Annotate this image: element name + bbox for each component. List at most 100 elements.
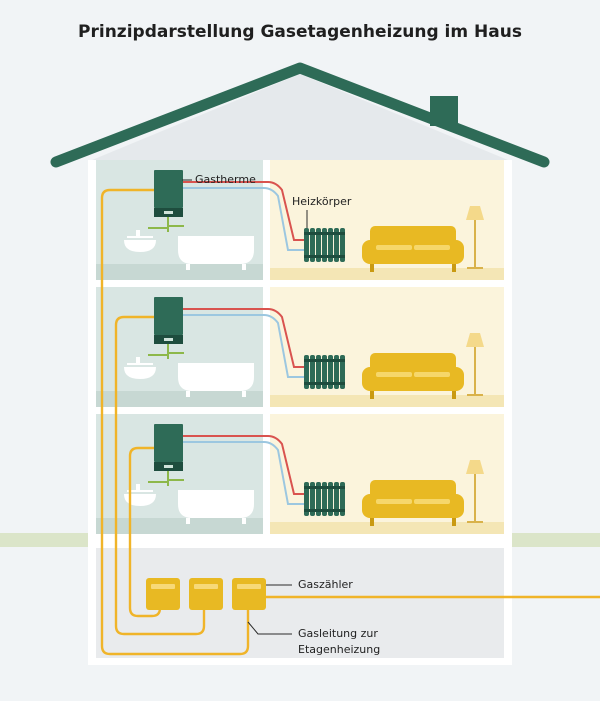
- bathtub-foot: [242, 391, 246, 397]
- sofa-seat: [362, 494, 464, 518]
- radiator-fin: [334, 228, 339, 262]
- leader-gasleitung: [247, 621, 292, 635]
- bathtub: [178, 363, 254, 391]
- radiator-fin: [310, 355, 315, 389]
- radiator-bar: [304, 486, 345, 489]
- lamp-base: [467, 521, 483, 523]
- radiator-bar: [304, 509, 345, 512]
- bathroom-floor: [96, 264, 263, 280]
- bathtub-foot: [186, 264, 190, 270]
- label-gasleitung-line2: Etagenheizung: [298, 643, 381, 656]
- radiator-fin: [304, 355, 309, 389]
- living-room-floor: [270, 395, 504, 407]
- lamp-shade: [466, 206, 484, 220]
- radiator-fin: [340, 482, 345, 516]
- radiator-fin: [340, 355, 345, 389]
- radiator-fin: [322, 355, 327, 389]
- sofa-cushion: [376, 499, 412, 504]
- floor-2: [96, 287, 504, 407]
- bathtub-foot: [186, 391, 190, 397]
- lamp-pole: [474, 220, 476, 268]
- sofa-leg: [370, 518, 374, 526]
- radiator-fin: [340, 228, 345, 262]
- radiator-fin: [334, 355, 339, 389]
- radiator-fin: [322, 228, 327, 262]
- radiator-fin: [334, 482, 339, 516]
- radiator-fin: [328, 228, 333, 262]
- sofa-leg: [452, 518, 456, 526]
- gas-meter: [189, 578, 223, 610]
- bathtub-foot: [242, 518, 246, 524]
- gastherme: [154, 424, 183, 462]
- washbasin: [124, 240, 156, 252]
- return-pipe: [183, 314, 304, 378]
- sofa-seat: [362, 367, 464, 391]
- sofa-leg: [370, 391, 374, 399]
- radiator-fin: [310, 482, 315, 516]
- radiator-fin: [322, 482, 327, 516]
- radiator-bar: [304, 359, 345, 362]
- return-pipe: [183, 441, 304, 505]
- lamp-base: [467, 394, 483, 396]
- floor-1: [96, 414, 504, 534]
- gastherme-display: [164, 338, 173, 341]
- radiator-fin: [310, 228, 315, 262]
- washbasin-faucet: [136, 357, 140, 365]
- water-pipe: [148, 344, 184, 359]
- radiator-fin: [328, 482, 333, 516]
- sofa-cushion: [376, 372, 412, 377]
- floor-lamp: [466, 460, 484, 523]
- lamp-pole: [474, 474, 476, 522]
- radiator-fin: [328, 355, 333, 389]
- washbasin: [124, 367, 156, 379]
- floor-lamp: [466, 206, 484, 269]
- sofa: [362, 480, 464, 526]
- leader-lines: [182, 179, 308, 635]
- radiator-bar: [304, 255, 345, 258]
- water-pipe: [148, 217, 184, 232]
- floor-3: [96, 160, 504, 280]
- heizkoerper: [304, 355, 345, 389]
- sofa-leg: [452, 264, 456, 272]
- label-gaszaehler: Gaszähler: [298, 578, 353, 591]
- sofa: [362, 226, 464, 272]
- flow-pipe: [183, 435, 304, 495]
- gas-meter: [232, 578, 266, 610]
- label-gastherme: Gastherme: [195, 173, 256, 186]
- label-gasleitung: Gasleitung zur Etagenheizung: [298, 626, 380, 658]
- sofa-leg: [370, 264, 374, 272]
- bathtub-foot: [186, 518, 190, 524]
- radiator-fin: [304, 482, 309, 516]
- flow-pipe: [183, 181, 304, 241]
- roof-fill: [92, 74, 508, 160]
- label-gasleitung-line1: Gasleitung zur: [298, 627, 378, 640]
- floor-lamp: [466, 333, 484, 396]
- sofa-cushion: [414, 499, 450, 504]
- bathroom-floor: [96, 518, 263, 534]
- roof: [50, 62, 550, 168]
- gas-lines: [100, 188, 600, 656]
- sofa: [362, 353, 464, 399]
- bathroom-floor: [96, 391, 263, 407]
- washbasin-faucet: [136, 230, 140, 238]
- living-room-floor: [270, 268, 504, 280]
- heizkoerper: [304, 228, 345, 262]
- gastherme-display: [164, 211, 173, 214]
- gas-line-floor-2: [114, 315, 206, 636]
- gastherme-display: [164, 465, 173, 468]
- bathtub: [178, 490, 254, 518]
- lamp-pole: [474, 347, 476, 395]
- gas-line-floor-3: [100, 188, 250, 656]
- diagram-title: Prinzipdarstellung Gasetagenheizung im H…: [78, 22, 522, 42]
- flow-pipe: [183, 308, 304, 368]
- sofa-cushion: [376, 245, 412, 250]
- radiator-fin: [316, 482, 321, 516]
- radiator-bar: [304, 382, 345, 385]
- bathtub: [178, 236, 254, 264]
- washbasin: [124, 494, 156, 506]
- label-heizkoerper: Heizkörper: [292, 195, 352, 208]
- lamp-shade: [466, 333, 484, 347]
- water-pipe: [148, 471, 184, 486]
- chimney: [430, 96, 458, 126]
